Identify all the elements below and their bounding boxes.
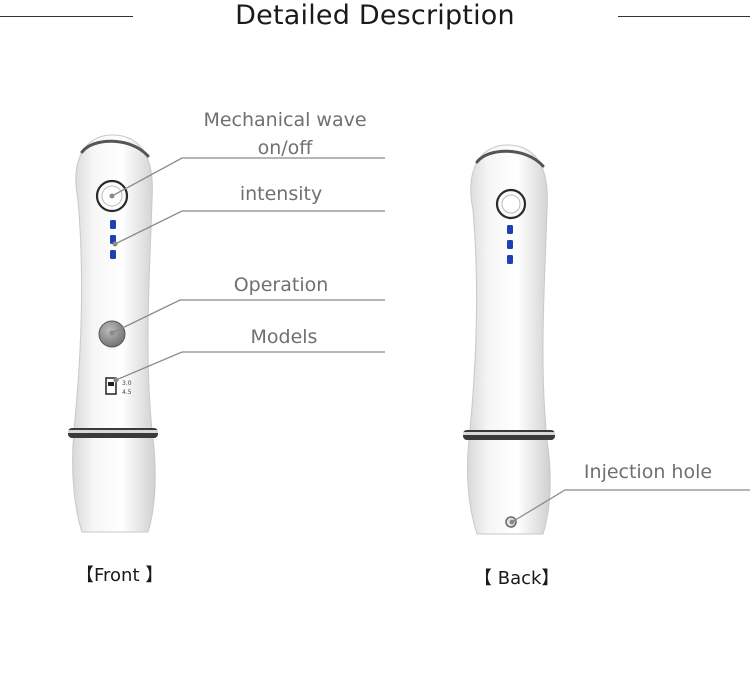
leader-intensity: [114, 210, 385, 245]
callout-mechanical-wave-line2: on/off: [257, 137, 313, 159]
leader-operation: [111, 299, 385, 334]
intensity-led-1: [110, 220, 116, 229]
leader-models: [115, 351, 385, 381]
page-title: Detailed Description: [235, 0, 515, 31]
intensity-led-3: [110, 250, 116, 259]
callout-models: Models: [250, 326, 318, 348]
caption-back: 【 Back】: [474, 568, 560, 589]
header-rule-right: [618, 16, 750, 17]
callout-intensity: intensity: [239, 183, 323, 205]
header-rule-left: [0, 16, 133, 17]
callout-mechanical-wave-line1: Mechanical wave: [203, 109, 367, 131]
callout-injection-hole: Injection hole: [583, 461, 713, 483]
caption-front: 【Front 】: [76, 565, 164, 586]
leader-mechanical-wave: [111, 157, 385, 197]
model-label-1: 3.0: [122, 380, 132, 387]
callout-mechanical-wave: Mechanical wave on/off: [185, 106, 385, 162]
model-label-2: 4.5: [122, 389, 132, 396]
device-back-image: [463, 144, 555, 535]
callout-operation: Operation: [233, 274, 329, 296]
leader-injection-hole: [511, 489, 750, 523]
